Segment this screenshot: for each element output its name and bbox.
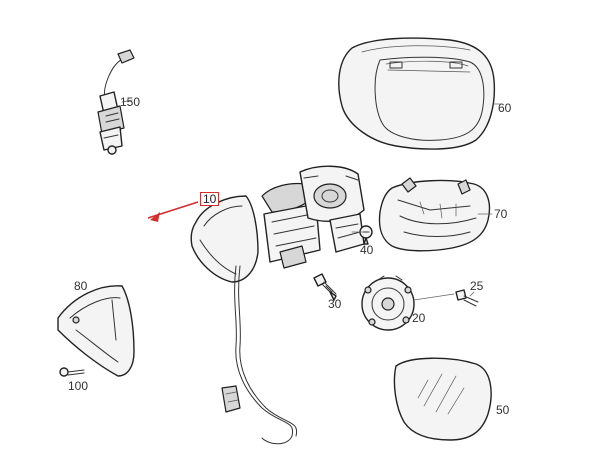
part-30-bolt xyxy=(313,273,337,301)
label-20: 20 xyxy=(412,311,426,325)
label-25: 25 xyxy=(470,279,484,293)
part-100-screw xyxy=(59,367,85,377)
part-20-motor-unit xyxy=(361,275,415,331)
label-50: 50 xyxy=(496,403,510,417)
highlight-arrow xyxy=(147,201,199,222)
part-60-housing-cover xyxy=(338,37,496,150)
leader-lines xyxy=(121,99,501,301)
label-150: 150 xyxy=(120,95,141,109)
part-70-lower-housing xyxy=(378,177,491,252)
label-10-highlighted[interactable]: 10 xyxy=(200,192,220,206)
label-80: 80 xyxy=(74,279,88,293)
label-100: 100 xyxy=(68,379,89,393)
part-10-mirror-assembly xyxy=(190,165,365,445)
part-40-screw xyxy=(359,225,373,245)
label-60: 60 xyxy=(498,101,512,115)
part-150-wiring-connector xyxy=(97,49,135,155)
part-80-triangle-cover xyxy=(57,285,135,377)
part-50-mirror-glass xyxy=(393,357,492,441)
label-30: 30 xyxy=(328,297,342,311)
part-25-screw xyxy=(455,289,479,307)
label-70: 70 xyxy=(494,207,508,221)
label-40: 40 xyxy=(360,243,374,257)
